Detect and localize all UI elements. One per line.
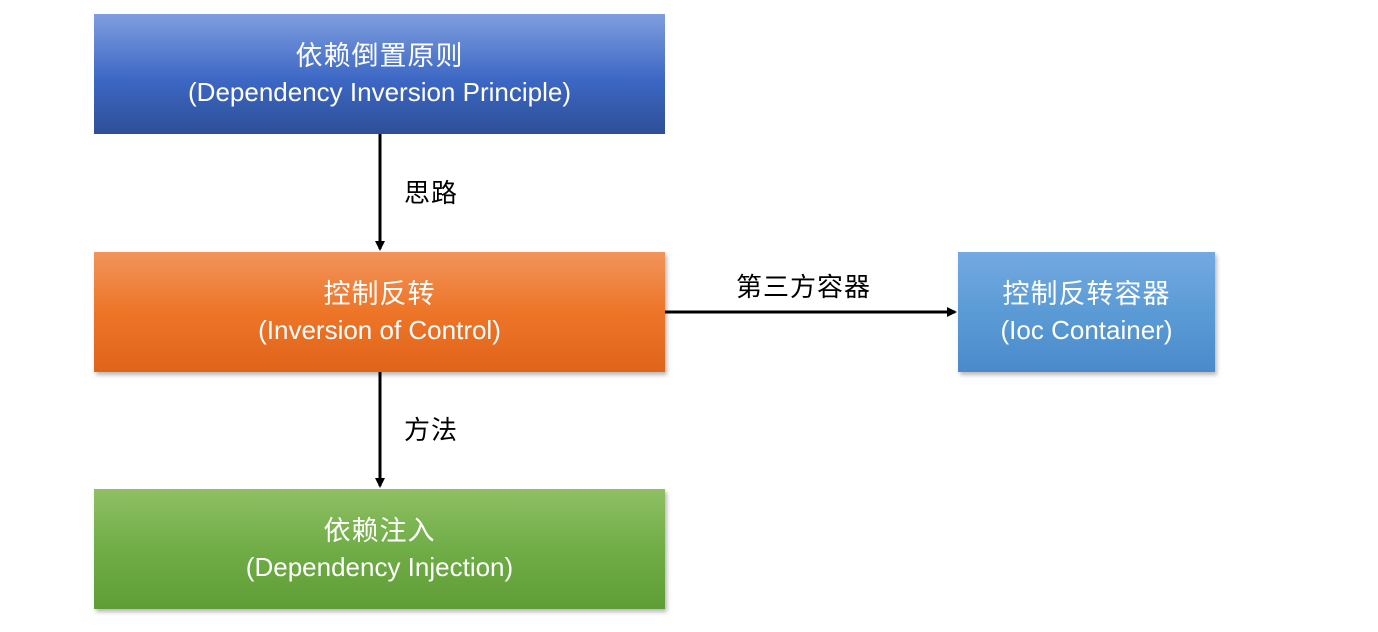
node-inversion-of-control: 控制反转 (Inversion of Control) — [94, 252, 665, 372]
node-di-subtitle: (Dependency Injection) — [245, 552, 514, 582]
node-container-title: 控制反转容器 — [1002, 279, 1171, 310]
node-ioc-container: 控制反转容器 (Ioc Container) — [958, 252, 1215, 372]
node-container-subtitle: (Ioc Container) — [1000, 315, 1173, 345]
node-di-title: 依赖注入 — [323, 516, 436, 547]
node-dip-subtitle: (Dependency Inversion Principle) — [188, 77, 571, 107]
edge-label-method: 方法 — [404, 416, 459, 446]
node-dip-title: 依赖倒置原则 — [295, 41, 464, 72]
node-ioc-subtitle: (Inversion of Control) — [258, 315, 501, 345]
edge-label-third-party-container: 第三方容器 — [736, 273, 872, 303]
node-dependency-inversion-principle: 依赖倒置原则 (Dependency Inversion Principle) — [94, 14, 665, 134]
node-dependency-injection: 依赖注入 (Dependency Injection) — [94, 489, 665, 609]
node-ioc-title: 控制反转 — [323, 279, 436, 310]
edge-label-approach: 思路 — [404, 179, 459, 209]
